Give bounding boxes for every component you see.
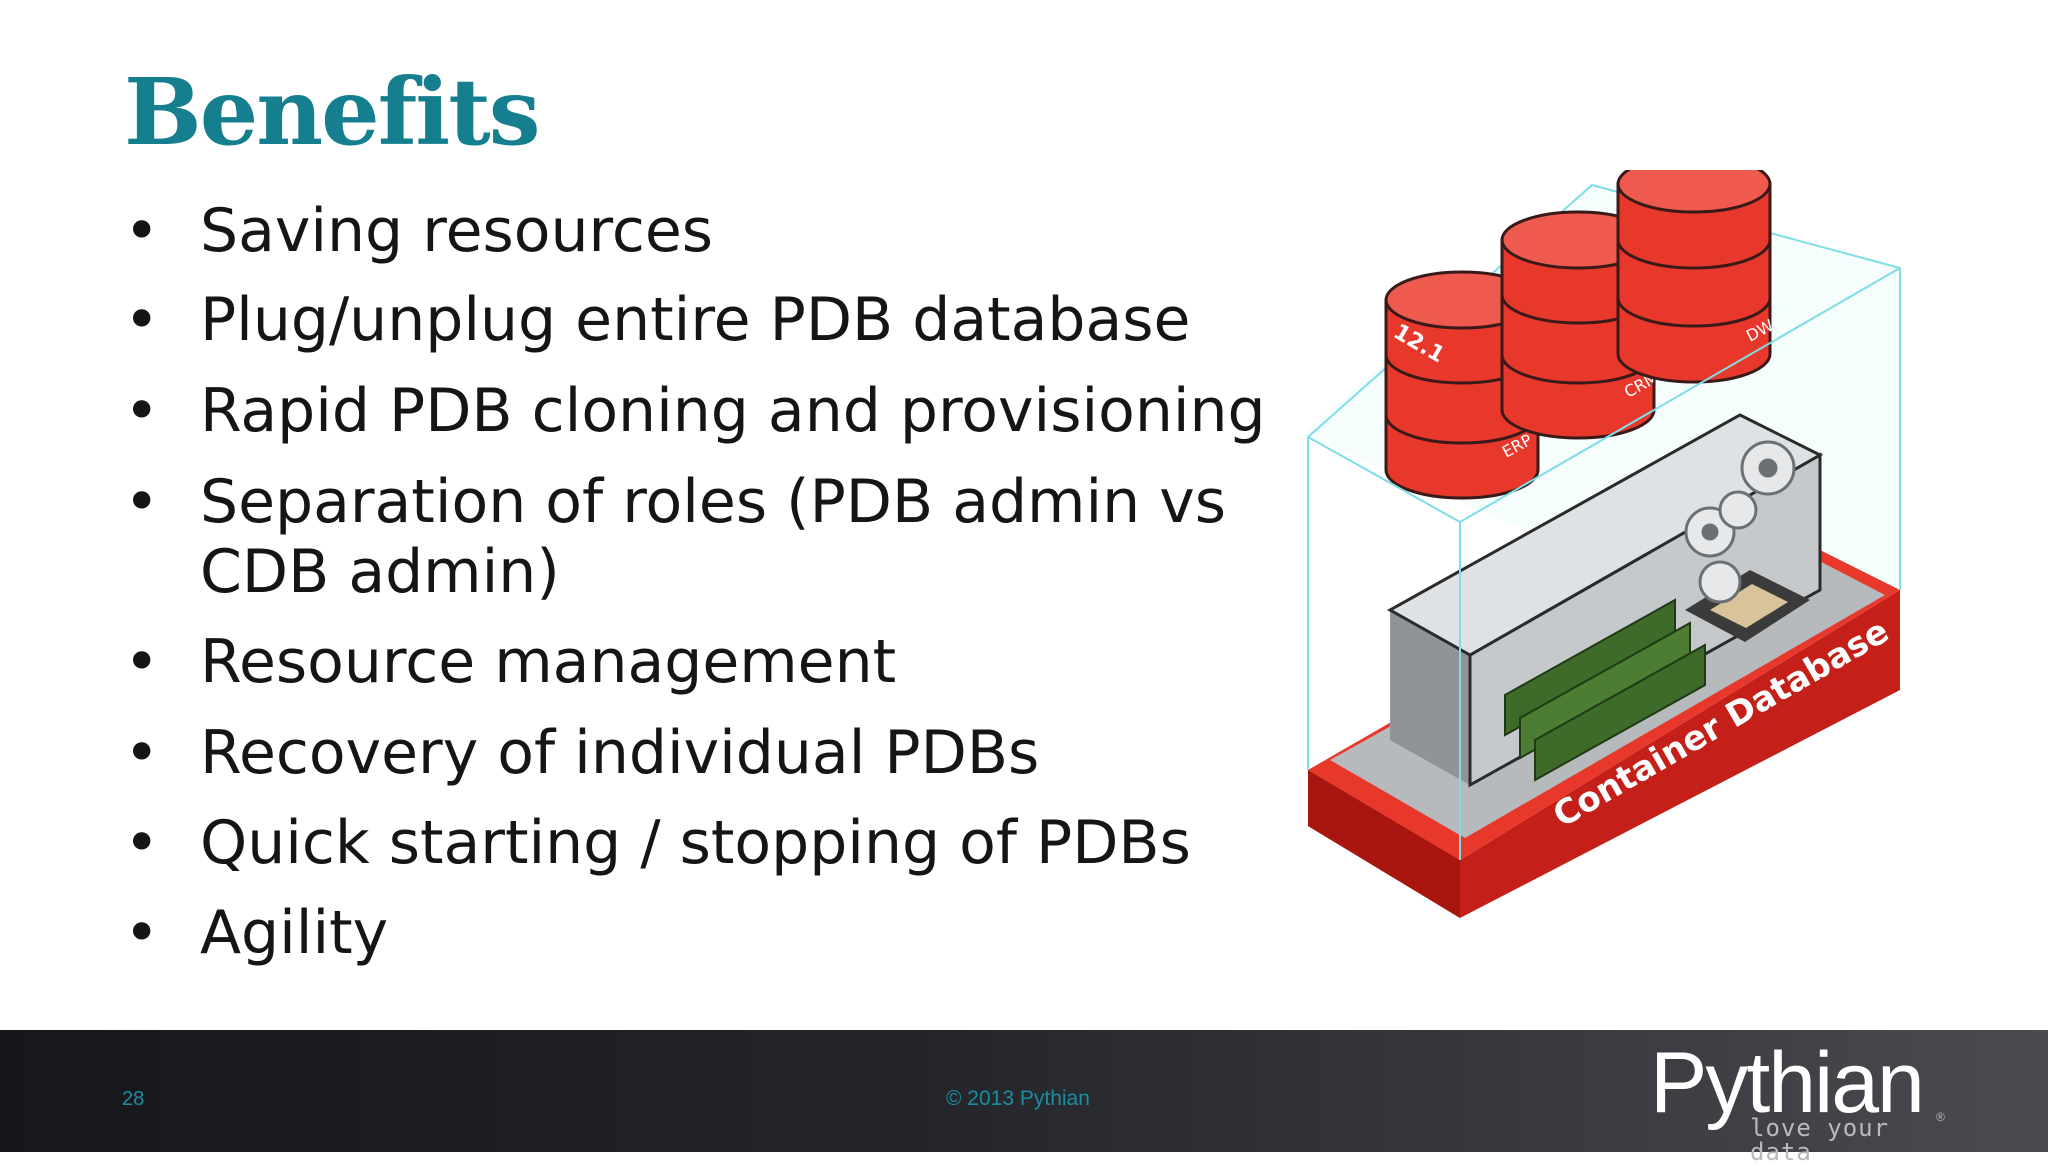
db-cylinder-crm: CRM (1500, 210, 1662, 440)
bullet-dot: • (124, 376, 160, 446)
cpu-chip (1685, 570, 1810, 642)
footer-bar (0, 1030, 2048, 1152)
db-cylinder-dw: DW (1616, 170, 1777, 384)
bullet-text: Quick starting / stopping of PDBs (200, 808, 1191, 878)
bullet-dot: • (124, 808, 160, 878)
logo-registered-mark: ® (1936, 1110, 1945, 1124)
bullet-dot: • (124, 627, 160, 697)
bullet-text: Rapid PDB cloning and provisioning (200, 376, 1266, 446)
server-left (1390, 610, 1470, 785)
bullet-dot: • (124, 196, 160, 266)
container-database-illustration: Container Database (1300, 170, 1901, 918)
gear-icons (1684, 440, 1796, 604)
server-top (1386, 413, 1824, 657)
bullet-text: Saving resources (200, 196, 713, 266)
bullet-text: Recovery of individual PDBs (200, 718, 1040, 788)
bullet-dot: • (124, 285, 160, 355)
logo-tagline: love your data (1750, 1114, 1890, 1166)
bullet-text: Agility (200, 898, 389, 968)
glass-box-edges (1307, 267, 1901, 860)
bullet-text: Plug/unplug entire PDB database (200, 285, 1191, 355)
bullet-text: Separation of roles (PDB admin vs CDB ad… (200, 467, 1227, 607)
memory-modules (1504, 598, 1706, 782)
bullet-dot: • (124, 898, 160, 968)
db-cylinder-erp: ERP 12.1 (1384, 270, 1540, 500)
logo-name: Pythian (1650, 1035, 1925, 1131)
copyright-text: © 2013 Pythian (946, 1087, 1090, 1110)
bullet-dot: • (124, 467, 160, 537)
page-number: 28 (122, 1088, 145, 1110)
slide-title: Benefits (124, 58, 541, 166)
bullet-dot: • (124, 718, 160, 788)
bullet-text: Resource management (200, 627, 897, 697)
base-left (1308, 770, 1460, 918)
pythian-logo: Pythian love your data ® (1650, 1035, 1950, 1164)
